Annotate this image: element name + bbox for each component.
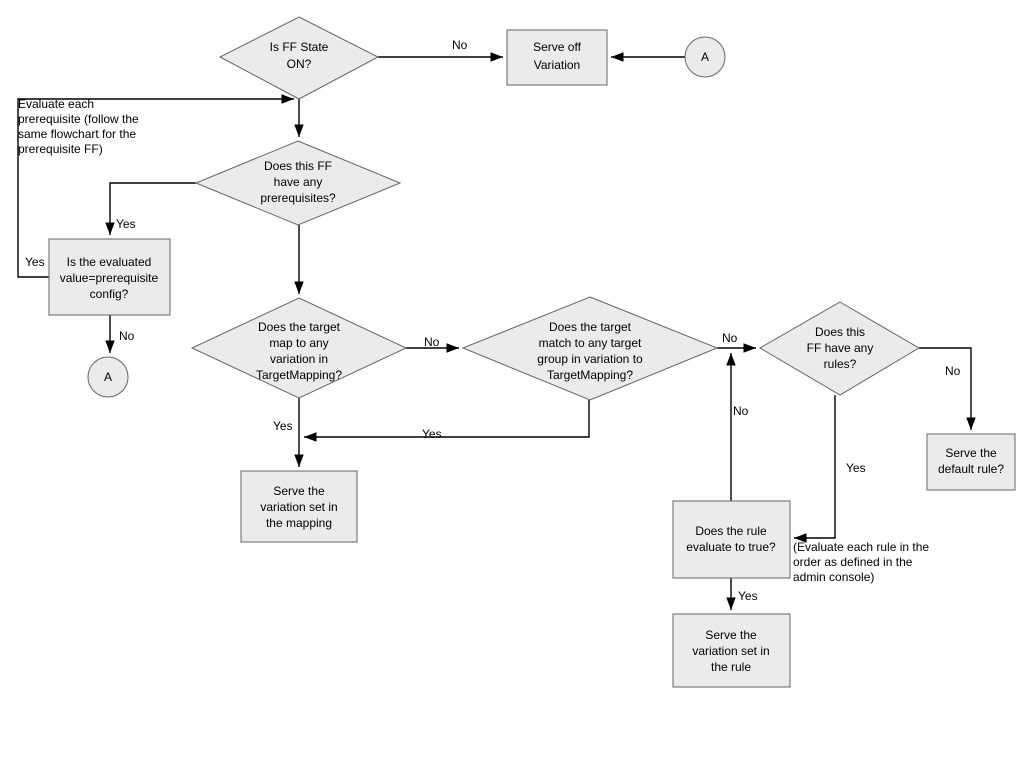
edge-label-rule-eval-yes: Yes <box>738 589 758 603</box>
node-connector-a-bottom[interactable]: A <box>87 356 129 398</box>
note-line4: prerequisite FF) <box>18 142 103 156</box>
edge-label-has-rules-no: No <box>945 364 961 378</box>
node-target-group-match[interactable]: Does the target match to any target grou… <box>461 296 719 401</box>
node-serve-default-rule[interactable]: Serve the default rule? <box>926 433 1016 491</box>
decision-shape <box>194 140 402 226</box>
process-shape <box>240 470 358 543</box>
node-label-line1: Serve off <box>533 40 581 54</box>
note-prerequisite: Evaluate each prerequisite (follow the s… <box>18 97 139 156</box>
edge-label-prereq-value-no: No <box>119 329 135 343</box>
node-prerequisite-value-check[interactable]: Is the evaluated value=prerequisite conf… <box>48 238 171 316</box>
node-label-line1: Does the target <box>549 320 632 334</box>
node-label-line3: config? <box>90 287 129 301</box>
node-label-line1: Serve the <box>945 446 997 460</box>
node-has-rules[interactable]: Does this FF have any rules? <box>759 301 920 396</box>
edge-label-target-group-no: No <box>722 331 738 345</box>
node-label-line1: Is FF State <box>270 40 329 54</box>
node-label-line3: rules? <box>824 357 857 371</box>
edge-target-group-yes <box>304 400 590 442</box>
note-line3: admin console) <box>793 570 874 584</box>
node-label-line2: FF have any <box>807 341 874 355</box>
node-label-line3: group in variation to <box>537 352 643 366</box>
note-line2: order as defined in the <box>793 555 913 569</box>
edge-label-target-group-yes: Yes <box>422 427 442 441</box>
node-label-line3: the rule <box>711 660 751 674</box>
edge-prereq-value-yes-loop <box>17 94 294 278</box>
node-serve-off-variation[interactable]: Serve off Variation <box>506 29 608 86</box>
note-line2: prerequisite (follow the <box>18 112 139 126</box>
decision-shape <box>759 301 920 396</box>
edge-prereq-yes <box>105 182 196 235</box>
node-rule-evaluates-true[interactable]: Does the rule evaluate to true? <box>672 500 791 579</box>
node-label-line3: variation in <box>270 352 328 366</box>
node-label-line2: ON? <box>287 57 312 71</box>
connector-label: A <box>701 50 709 64</box>
node-label-line2: have any <box>274 175 323 189</box>
process-shape <box>672 613 791 688</box>
node-label-line2: evaluate to true? <box>686 540 776 554</box>
node-label-line2: map to any <box>269 336 328 350</box>
node-label-line1: Is the evaluated <box>67 255 152 269</box>
edge-label-prereq-yes: Yes <box>116 217 136 231</box>
connector-shape <box>684 36 726 78</box>
node-label-line4: TargetMapping? <box>256 368 342 382</box>
node-label-line2: Variation <box>534 58 580 72</box>
note-line1: (Evaluate each rule in the <box>793 540 929 554</box>
decision-shape <box>461 296 719 401</box>
process-shape <box>926 433 1016 491</box>
edge-has-rules-no <box>919 347 976 430</box>
node-label-line1: Serve the <box>273 484 325 498</box>
node-label-line2: variation set in <box>692 644 769 658</box>
node-serve-mapping-variation[interactable]: Serve the variation set in the mapping <box>240 470 358 543</box>
edge-has-rules-yes <box>794 395 836 543</box>
node-label-line2: value=prerequisite <box>60 271 159 285</box>
edge-label-ff-state-no: No <box>452 38 468 52</box>
decision-shape <box>218 16 380 100</box>
node-target-map[interactable]: Does the target map to any variation in … <box>190 297 408 399</box>
node-label-line2: default rule? <box>938 462 1004 476</box>
connector-shape <box>87 356 129 398</box>
process-shape <box>672 500 791 579</box>
node-has-prerequisites[interactable]: Does this FF have any prerequisites? <box>194 140 402 226</box>
process-shape <box>506 29 608 86</box>
node-label-line1: Does this <box>815 325 865 339</box>
edge-label-prereq-value-yes: Yes <box>25 255 45 269</box>
node-label-line1: Does the rule <box>695 524 767 538</box>
process-shape <box>48 238 171 316</box>
node-label-line1: Does this FF <box>264 159 332 173</box>
node-is-ff-state-on[interactable]: Is FF State ON? <box>218 16 380 100</box>
note-rule-order: (Evaluate each rule in the order as defi… <box>793 540 929 584</box>
edge-label-target-map-no: No <box>424 335 440 349</box>
edge-label-rule-eval-no: No <box>733 404 749 418</box>
node-label-line1: Serve the <box>705 628 757 642</box>
note-line3: same flowchart for the <box>18 127 136 141</box>
node-label-line4: TargetMapping? <box>547 368 633 382</box>
node-label-line1: Does the target <box>258 320 341 334</box>
node-label-line3: prerequisites? <box>260 191 336 205</box>
node-serve-rule-variation[interactable]: Serve the variation set in the rule <box>672 613 791 688</box>
note-line1: Evaluate each <box>18 97 94 111</box>
connector-label: A <box>104 370 112 384</box>
node-label-line2: match to any target <box>539 336 642 350</box>
node-label-line2: variation set in <box>260 500 337 514</box>
node-connector-a-top[interactable]: A <box>684 36 726 78</box>
decision-shape <box>190 297 408 399</box>
node-label-line3: the mapping <box>266 516 332 530</box>
edge-label-has-rules-yes: Yes <box>846 461 866 475</box>
edge-label-target-map-yes: Yes <box>273 419 293 433</box>
